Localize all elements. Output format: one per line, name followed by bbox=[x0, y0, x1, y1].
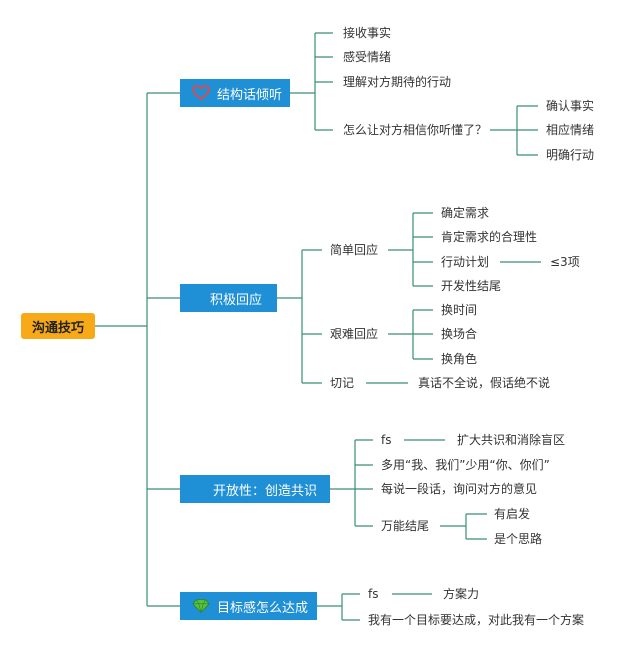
node-open-ending[interactable]: 开发性结尾 bbox=[441, 279, 502, 293]
branch-label: 积极回应 bbox=[210, 292, 263, 308]
node-truth-rule[interactable]: 真话不全说，假话绝不说 bbox=[418, 376, 551, 390]
node-hard-response[interactable]: 艰难回应 bbox=[330, 327, 379, 341]
node-make-believe[interactable]: 怎么让对方相信你听懂了？ bbox=[343, 123, 488, 137]
branch-node-openness[interactable]: 开放性：创造共识 bbox=[180, 475, 330, 503]
node-ask-opinion[interactable]: 每说一段话，询问对方的意见 bbox=[381, 482, 538, 496]
node-feel-emotions[interactable]: 感受情绪 bbox=[343, 50, 392, 64]
branch-node-respond[interactable]: 积极回应 bbox=[180, 284, 277, 312]
node-expand-consensus[interactable]: 扩大共识和消除盲区 bbox=[457, 433, 566, 447]
node-an-idea[interactable]: 是个思路 bbox=[494, 532, 543, 546]
node-inspiring[interactable]: 有启发 bbox=[494, 507, 531, 521]
branch-label: 开放性：创造共识 bbox=[213, 483, 318, 499]
root-node[interactable]: 沟通技巧 bbox=[21, 313, 95, 339]
node-match-emotion[interactable]: 相应情绪 bbox=[546, 123, 595, 137]
node-remember[interactable]: 切记 bbox=[330, 376, 355, 390]
gem-icon bbox=[192, 599, 210, 614]
node-simple-response[interactable]: 简单回应 bbox=[330, 243, 379, 257]
branch-label: 目标感怎么达成 bbox=[217, 600, 309, 616]
node-change-time[interactable]: 换时间 bbox=[441, 303, 478, 317]
node-confirm-need[interactable]: 确定需求 bbox=[441, 206, 490, 220]
branch-node-goal[interactable]: 目标感怎么达成 bbox=[180, 592, 317, 620]
node-change-place[interactable]: 换场合 bbox=[441, 327, 478, 341]
node-plan-power[interactable]: 方案力 bbox=[443, 587, 480, 601]
node-affirm-need[interactable]: 肯定需求的合理性 bbox=[441, 230, 538, 244]
node-change-role[interactable]: 换角色 bbox=[441, 352, 478, 366]
root-label: 沟通技巧 bbox=[31, 320, 84, 336]
branch-label: 结构话倾听 bbox=[217, 87, 283, 103]
node-action-plan[interactable]: 行动计划 bbox=[441, 255, 490, 269]
node-clarify-action[interactable]: 明确行动 bbox=[546, 148, 595, 162]
heart-icon bbox=[192, 85, 210, 101]
node-goal-plan[interactable]: 我有一个目标要达成，对此我有一个方案 bbox=[368, 613, 585, 627]
node-fs[interactable]: fs bbox=[381, 433, 392, 447]
node-universal-ending[interactable]: 万能结尾 bbox=[381, 519, 430, 533]
node-fs[interactable]: fs bbox=[368, 587, 379, 601]
branch-node-listening[interactable]: 结构话倾听 bbox=[180, 79, 290, 107]
node-understand-action[interactable]: 理解对方期待的行动 bbox=[343, 75, 452, 89]
node-receive-facts[interactable]: 接收事实 bbox=[343, 26, 392, 40]
node-confirm-facts[interactable]: 确认事实 bbox=[546, 99, 595, 113]
node-plan-limit[interactable]: ≤3项 bbox=[550, 255, 580, 269]
node-use-we[interactable]: 多用“我、我们”少用“你、你们” bbox=[381, 458, 550, 472]
